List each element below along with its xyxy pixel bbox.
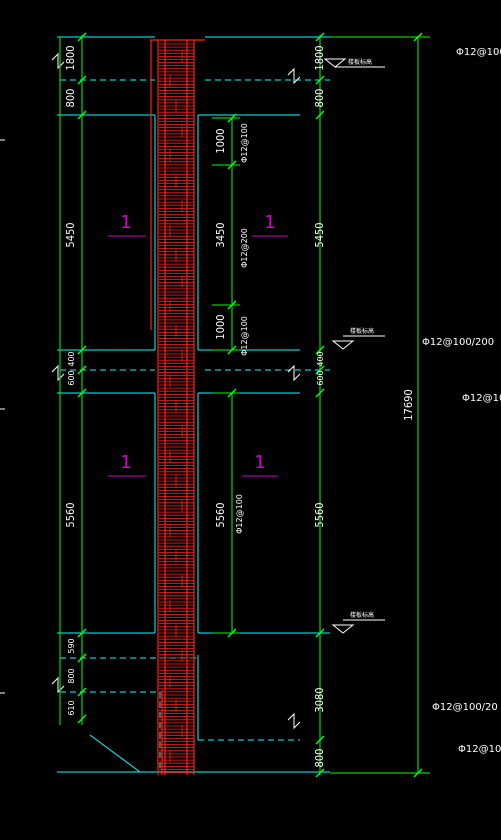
dimension-lines bbox=[59, 35, 430, 775]
elevation-label-3: 楼板标高 bbox=[350, 611, 374, 619]
left-dimension-texts: 1800 800 5450 600 400 5560 590 800 610 bbox=[64, 45, 77, 715]
right-rebar-4: Φ12@100/20 bbox=[432, 702, 498, 713]
right-dim-800: 800 bbox=[313, 89, 326, 108]
left-dim-5560: 5560 bbox=[64, 502, 77, 527]
left-edge-ticks bbox=[0, 139, 5, 694]
inner-dim-3450: 3450 bbox=[214, 222, 227, 247]
column-rebar bbox=[150, 39, 205, 775]
elevation-labels: 楼板标高 楼板标高 楼板标高 bbox=[348, 58, 374, 619]
inner-rebar-2: Φ12@200 bbox=[240, 228, 249, 268]
section-marks: 1 1 1 1 bbox=[108, 212, 288, 477]
inner-dim-1000-bottom: 1000 bbox=[214, 314, 227, 339]
left-dim-400: 400 bbox=[67, 351, 76, 366]
right-dim-1800: 1800 bbox=[313, 45, 326, 70]
right-dim-3080: 3080 bbox=[313, 687, 326, 712]
left-dim-800b: 800 bbox=[67, 668, 76, 683]
right-rebar-2: Φ12@100/200 bbox=[422, 337, 494, 348]
inner-rebar-3: Φ12@100 bbox=[240, 316, 249, 356]
dashed-outlines bbox=[60, 79, 330, 772]
right-dim-800b: 800 bbox=[313, 749, 326, 768]
elevation-marks bbox=[323, 58, 385, 634]
right-dim-5560: 5560 bbox=[313, 502, 326, 527]
left-dim-610: 610 bbox=[67, 700, 76, 715]
right-rebar-5: Φ12@10 bbox=[458, 744, 501, 755]
right-dimension-texts: 1800 800 5450 600 400 5560 3080 800 1769… bbox=[313, 45, 415, 767]
section-mark-3: 1 bbox=[120, 452, 131, 473]
right-rebar-3: Φ12@10 bbox=[462, 393, 501, 404]
section-mark-1: 1 bbox=[120, 212, 131, 233]
left-dim-5450: 5450 bbox=[64, 222, 77, 247]
elevation-label-1: 楼板标高 bbox=[348, 58, 372, 66]
left-dim-600: 600 bbox=[67, 370, 76, 385]
left-dim-800: 800 bbox=[64, 89, 77, 108]
break-symbols bbox=[51, 52, 301, 730]
section-mark-2: 1 bbox=[264, 212, 275, 233]
right-dim-5450: 5450 bbox=[313, 222, 326, 247]
section-mark-4: 1 bbox=[254, 452, 265, 473]
elevation-label-2: 楼板标高 bbox=[350, 327, 374, 335]
right-rebar-1: Φ12@100 bbox=[456, 47, 501, 58]
inner-rebar-4: Φ12@100 bbox=[235, 494, 244, 534]
inner-dim-5560: 5560 bbox=[214, 502, 227, 527]
right-rebar-annotations: Φ12@100 Φ12@100/200 Φ12@10 Φ12@100/20 Φ1… bbox=[422, 47, 501, 755]
dimension-ticks bbox=[77, 32, 423, 778]
total-dim-17690: 17690 bbox=[402, 389, 415, 420]
inner-dimension-texts: 1000 3450 1000 5560 Φ12@100 Φ12@200 Φ12@… bbox=[214, 123, 249, 534]
left-dim-590: 590 bbox=[67, 638, 76, 653]
right-dim-400: 400 bbox=[316, 351, 325, 366]
inner-rebar-1: Φ12@100 bbox=[240, 123, 249, 163]
left-dim-1800: 1800 bbox=[64, 45, 77, 70]
right-dim-600: 600 bbox=[316, 370, 325, 385]
inner-dim-1000-top: 1000 bbox=[214, 128, 227, 153]
